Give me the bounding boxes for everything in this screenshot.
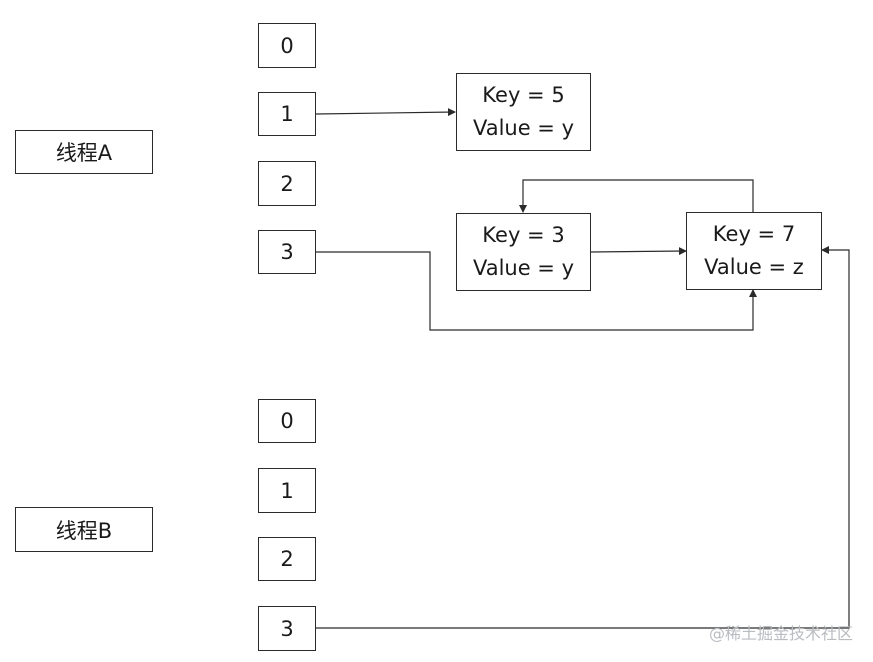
entry-node-key7: Key = 7 Value = z <box>686 212 822 290</box>
arrow-key3-to-key7 <box>590 247 687 256</box>
entry-value-label: Value = y <box>472 116 575 140</box>
entry-node-key5: Key = 5 Value = y <box>456 73 591 151</box>
entry-value-label: Value = y <box>472 256 575 280</box>
thread-b-slot-0: 0 <box>258 399 316 443</box>
thread-a-slot-0: 0 <box>258 23 316 68</box>
arrow-b3-to-key7 <box>316 246 850 629</box>
thread-b-slot-3: 3 <box>258 606 316 651</box>
arrow-a1-to-key5 <box>315 108 456 117</box>
thread-a-slot-2: 2 <box>258 161 316 206</box>
arrow-a3-to-key7 <box>316 251 757 331</box>
thread-b-slot-2: 2 <box>258 537 316 581</box>
entry-key-label: Key = 7 <box>712 222 796 246</box>
thread-a-slot-1: 1 <box>258 92 316 136</box>
entry-value-label: Value = z <box>704 255 804 279</box>
thread-b-label: 线程B <box>15 507 153 552</box>
entry-node-key3: Key = 3 Value = y <box>456 213 591 291</box>
thread-a-slot-3: 3 <box>258 230 316 274</box>
entry-key-label: Key = 3 <box>482 223 565 247</box>
watermark: @稀土掘金技术社区 <box>708 624 853 643</box>
thread-b-slot-1: 1 <box>258 468 316 513</box>
entry-key-label: Key = 5 <box>482 83 565 107</box>
thread-a-label: 线程A <box>15 130 153 174</box>
arrow-key7-to-key3 <box>519 179 754 213</box>
